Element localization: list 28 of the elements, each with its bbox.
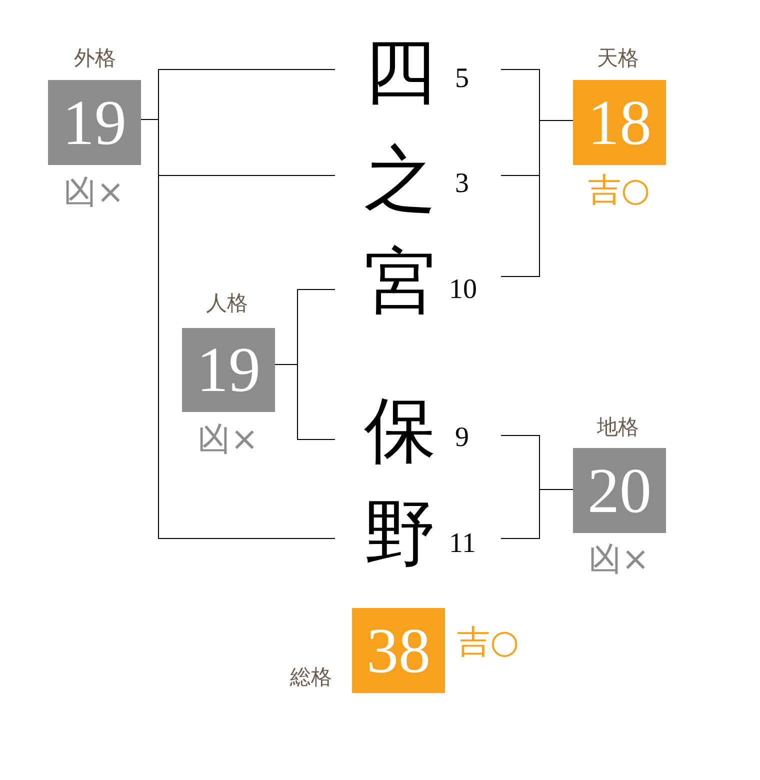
kanji-character: 四 xyxy=(364,35,436,107)
rating-label: 吉○ xyxy=(588,171,650,208)
connector-line xyxy=(500,489,574,539)
rating-label: 吉○ xyxy=(457,623,519,660)
heading: 外格 xyxy=(74,46,116,70)
heading: 地格 xyxy=(597,415,639,439)
stroke-count: 10 xyxy=(449,276,477,304)
heading: 人格 xyxy=(206,291,248,315)
score-box: 20 xyxy=(573,448,666,533)
score-box: 38 xyxy=(352,608,445,693)
rating-label: 凶× xyxy=(198,420,258,457)
kanji-character: 保 xyxy=(364,394,436,466)
stroke-count: 11 xyxy=(449,530,476,558)
kanji-character: 宮 xyxy=(364,245,436,317)
heading: 総格 xyxy=(290,665,332,689)
rating-label: 凶× xyxy=(588,540,650,577)
stroke-count: 5 xyxy=(455,65,469,93)
kanji-character: 之 xyxy=(364,143,436,215)
kanji-character: 野 xyxy=(364,497,436,569)
score-box: 19 xyxy=(48,80,141,165)
score-box: 19 xyxy=(182,328,275,412)
score-box: 18 xyxy=(573,80,666,165)
heading: 天格 xyxy=(597,46,639,70)
connector-line xyxy=(500,120,574,277)
rating-label: 凶× xyxy=(64,173,124,210)
stroke-count: 3 xyxy=(455,170,469,198)
stroke-count: 9 xyxy=(455,424,469,452)
connector-line xyxy=(274,364,336,440)
